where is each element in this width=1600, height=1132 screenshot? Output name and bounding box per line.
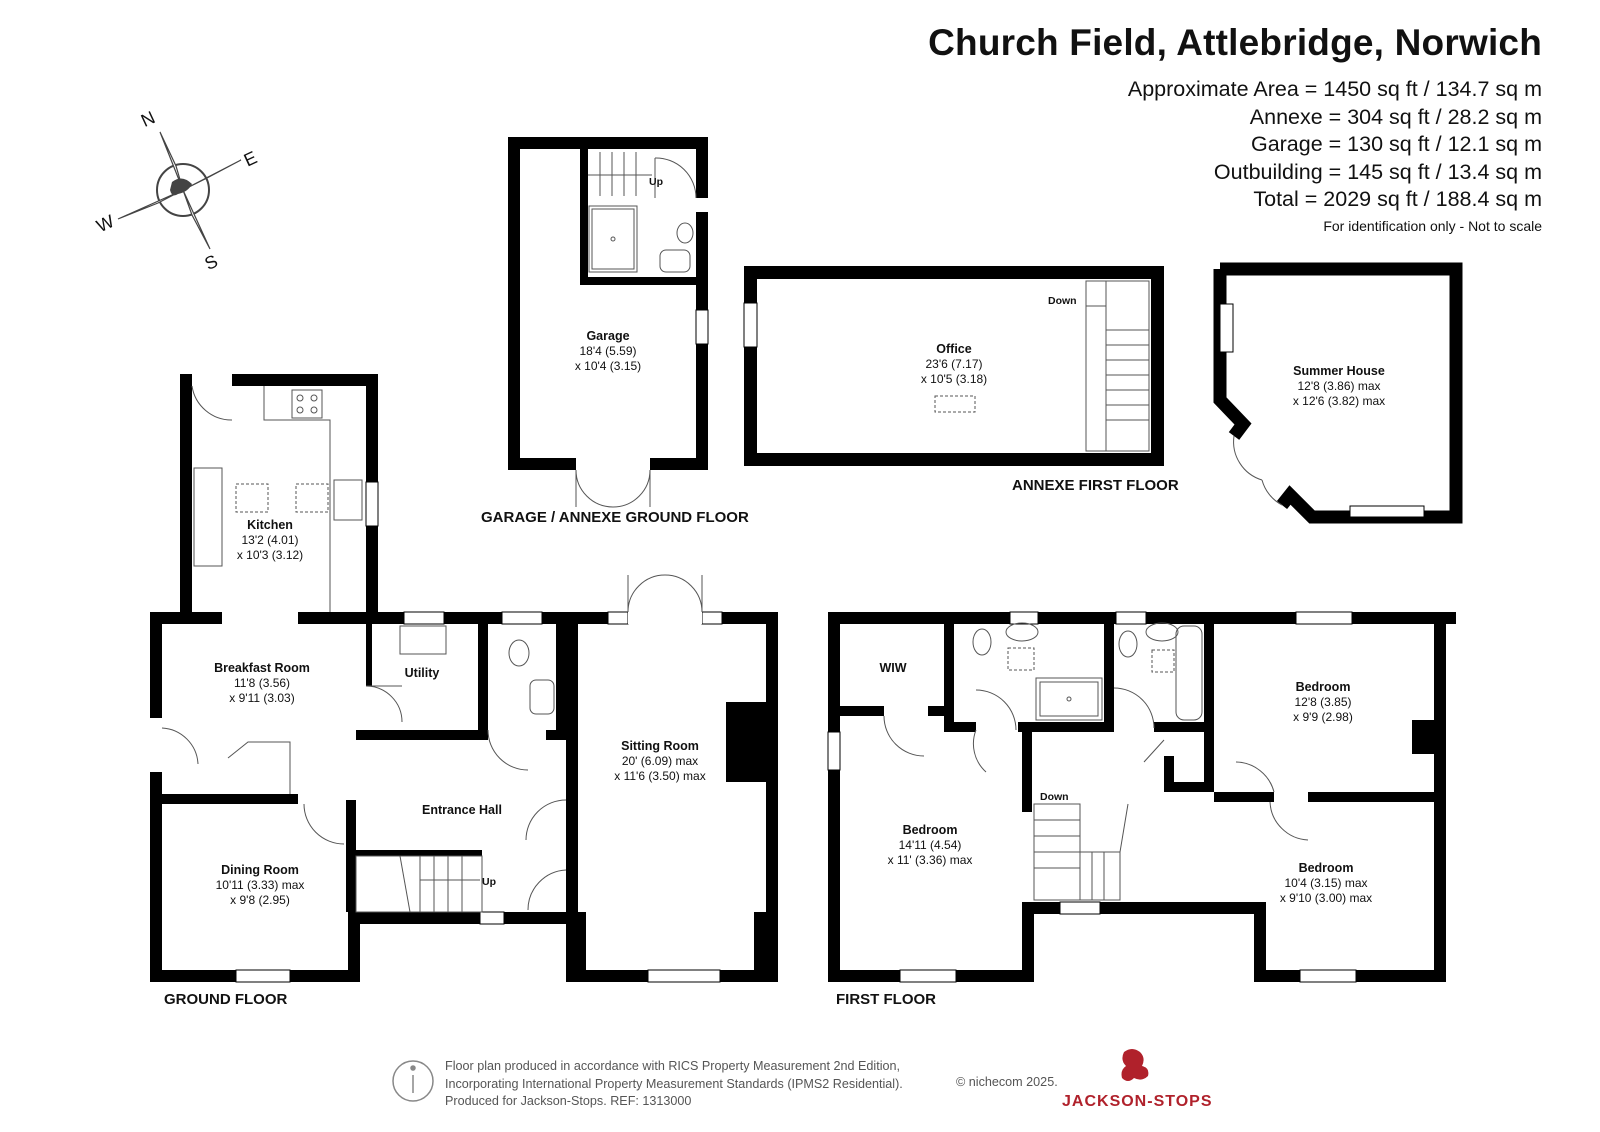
compass-s: S (201, 251, 220, 274)
bedroom1-name: Bedroom (1296, 680, 1351, 694)
dining-dim1: 10'11 (3.33) max (216, 878, 305, 892)
breakfast-dim2: x 9'11 (3.03) (229, 691, 294, 705)
utility-name: Utility (405, 666, 440, 680)
jackson-stops-logo-icon (1121, 1049, 1149, 1081)
garage-name: Garage (586, 329, 629, 343)
summer-house-dim1: 12'8 (3.86) max (1298, 379, 1381, 393)
dining-name: Dining Room (221, 863, 299, 877)
garage-dim1: 18'4 (5.59) (580, 344, 637, 358)
office-dim1: 23'6 (7.17) (926, 357, 983, 371)
bedroom2-dim2: x 11' (3.36) max (888, 853, 973, 867)
first-floor-label: FIRST FLOOR (836, 991, 936, 1008)
summer-house-outbuilding (1213, 262, 1463, 524)
bedroom1-dim1: 12'8 (3.85) (1295, 695, 1352, 709)
identification-note: For identification only - Not to scale (1323, 218, 1542, 234)
office-dim2: x 10'5 (3.18) (921, 372, 987, 386)
breakfast-dim1: 11'8 (3.56) (234, 676, 290, 690)
area-outbuilding: Outbuilding = 145 sq ft / 13.4 sq m (1213, 159, 1542, 184)
first-floor-fixtures (883, 622, 1309, 901)
garage-annexe-ground-label: GARAGE / ANNEXE GROUND FLOOR (481, 509, 749, 526)
ground-floor-label: GROUND FLOOR (164, 991, 287, 1008)
footer-note: Floor plan produced in accordance with R… (445, 1058, 903, 1111)
sitting-name: Sitting Room (621, 739, 699, 753)
bedroom3-name: Bedroom (1299, 861, 1354, 875)
kitchen-name: Kitchen (247, 518, 293, 532)
ground-floor (150, 374, 778, 983)
kitchen-dim1: 13'2 (4.01) (242, 533, 299, 547)
wiw-name: WIW (879, 661, 906, 675)
area-annexe: Annexe = 304 sq ft / 28.2 sq m (1249, 104, 1542, 129)
annexe-first-label: ANNEXE FIRST FLOOR (1012, 477, 1179, 494)
sitting-dim1: 20' (6.09) max (622, 754, 698, 768)
dining-dim2: x 9'8 (2.95) (230, 893, 290, 907)
area-garage: Garage = 130 sq ft / 12.1 sq m (1250, 132, 1542, 156)
summer-house-dim2: x 12'6 (3.82) max (1293, 394, 1385, 408)
garage-stair-up: Up (649, 176, 663, 188)
area-approximate: Approximate Area = 1450 sq ft / 134.7 sq… (1127, 77, 1542, 101)
bedroom2-name: Bedroom (903, 823, 958, 837)
bedroom2-dim1: 14'11 (4.54) (899, 838, 962, 852)
breakfast-name: Breakfast Room (214, 661, 310, 675)
bedroom1-dim2: x 9'9 (2.98) (1293, 710, 1353, 724)
area-total: Total = 2029 sq ft / 188.4 sq m (1253, 187, 1542, 211)
bedroom3-dim2: x 9'10 (3.00) max (1280, 891, 1372, 905)
first-stair-down: Down (1040, 791, 1069, 803)
bedroom3-dim1: 10'4 (3.15) max (1285, 876, 1368, 890)
office-stair-down: Down (1048, 295, 1077, 307)
footer-copyright: © nichecom 2025. (956, 1075, 1058, 1089)
first-floor (827, 611, 1456, 983)
info-icon (392, 1060, 434, 1102)
office-name: Office (936, 342, 971, 356)
page-title: Church Field, Attlebridge, Norwich (928, 22, 1542, 63)
kitchen-dim2: x 10'3 (3.12) (237, 548, 303, 562)
ground-floor-fixtures (161, 385, 703, 913)
compass-w: W (93, 211, 117, 236)
footer-line3: Produced for Jackson-Stops. REF: 1313000 (445, 1094, 692, 1108)
annexe-first-floor (743, 266, 1164, 466)
area-list: Approximate Area = 1450 sq ft / 134.7 sq… (1128, 76, 1542, 214)
garage-annexe-ground-floor (508, 137, 709, 508)
footer-line1: Floor plan produced in accordance with R… (445, 1059, 901, 1073)
compass-e: E (241, 147, 260, 170)
brand-name: JACKSON-STOPS (1062, 1093, 1213, 1110)
summer-house-name: Summer House (1293, 364, 1385, 378)
compass-n: N (138, 107, 158, 131)
compass-rose (117, 131, 242, 250)
sitting-dim2: x 11'6 (3.50) max (614, 769, 705, 783)
ground-stair-up: Up (482, 876, 496, 888)
entrance-name: Entrance Hall (422, 803, 502, 817)
garage-dim2: x 10'4 (3.15) (575, 359, 641, 373)
footer-line2: Incorporating International Property Mea… (445, 1076, 903, 1091)
